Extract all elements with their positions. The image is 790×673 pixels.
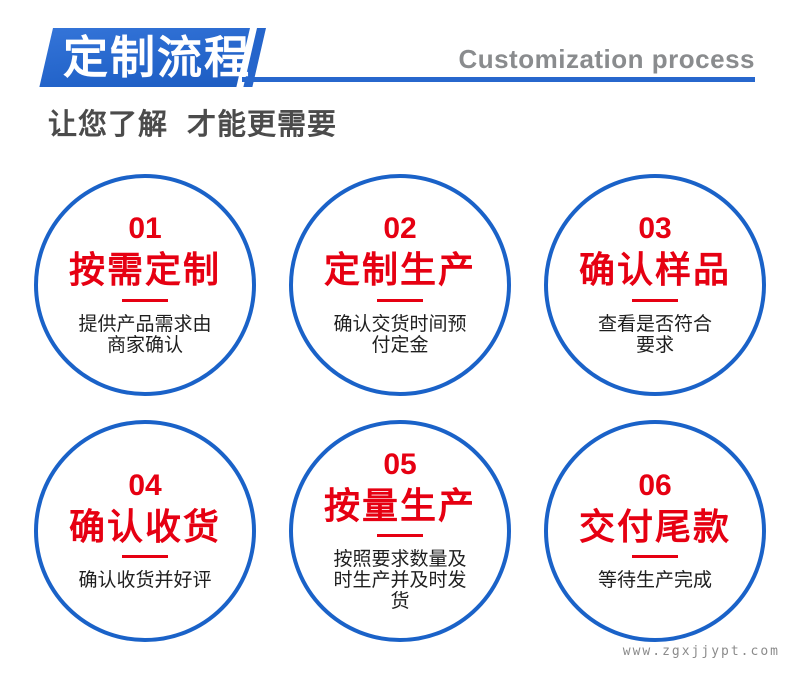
step-number: 05	[383, 447, 417, 481]
step-divider	[122, 555, 168, 559]
step-circle-2: 02 定制生产 确认交货时间预 付定金	[289, 174, 511, 396]
header-underline	[242, 77, 755, 82]
step-number: 03	[638, 212, 672, 246]
step-divider	[377, 298, 423, 302]
step-divider	[377, 534, 423, 538]
step-number: 02	[383, 212, 417, 246]
step-description: 确认收货并好评	[78, 570, 212, 592]
page-title-english: Customization process	[458, 44, 755, 74]
step-number: 01	[128, 212, 162, 246]
step-title: 确认样品	[578, 249, 731, 291]
step-circle-6: 06 交付尾款 等待生产完成	[544, 420, 766, 642]
step-number: 06	[638, 468, 672, 502]
step-title: 交付尾款	[578, 505, 731, 547]
step-number: 04	[128, 468, 162, 502]
step-divider	[632, 298, 678, 302]
step-divider	[632, 555, 678, 559]
step-title: 定制生产	[323, 249, 476, 291]
step-title: 按需定制	[68, 249, 221, 291]
step-description: 查看是否符合 要求	[597, 313, 712, 356]
step-circle-1: 01 按需定制 提供产品需求由 商家确认	[34, 174, 256, 396]
step-title: 按量生产	[323, 484, 476, 526]
step-circle-3: 03 确认样品 查看是否符合 要求	[544, 174, 766, 396]
step-description: 按照要求数量及 时生产并及时发 货	[333, 549, 467, 613]
step-divider	[122, 298, 168, 302]
step-title: 确认收货	[68, 505, 221, 547]
step-description: 确认交货时间预 付定金	[333, 313, 467, 356]
step-description: 提供产品需求由 商家确认	[78, 313, 212, 356]
step-description: 等待生产完成	[597, 570, 712, 592]
step-circle-4: 04 确认收货 确认收货并好评	[34, 420, 256, 642]
page-subtitle: 让您了解 才能更需要	[48, 109, 338, 141]
step-circle-5: 05 按量生产 按照要求数量及 时生产并及时发 货	[289, 420, 511, 642]
watermark-url: www.zgxjjypt.com	[622, 644, 780, 659]
page-title: 定制流程	[63, 32, 252, 83]
